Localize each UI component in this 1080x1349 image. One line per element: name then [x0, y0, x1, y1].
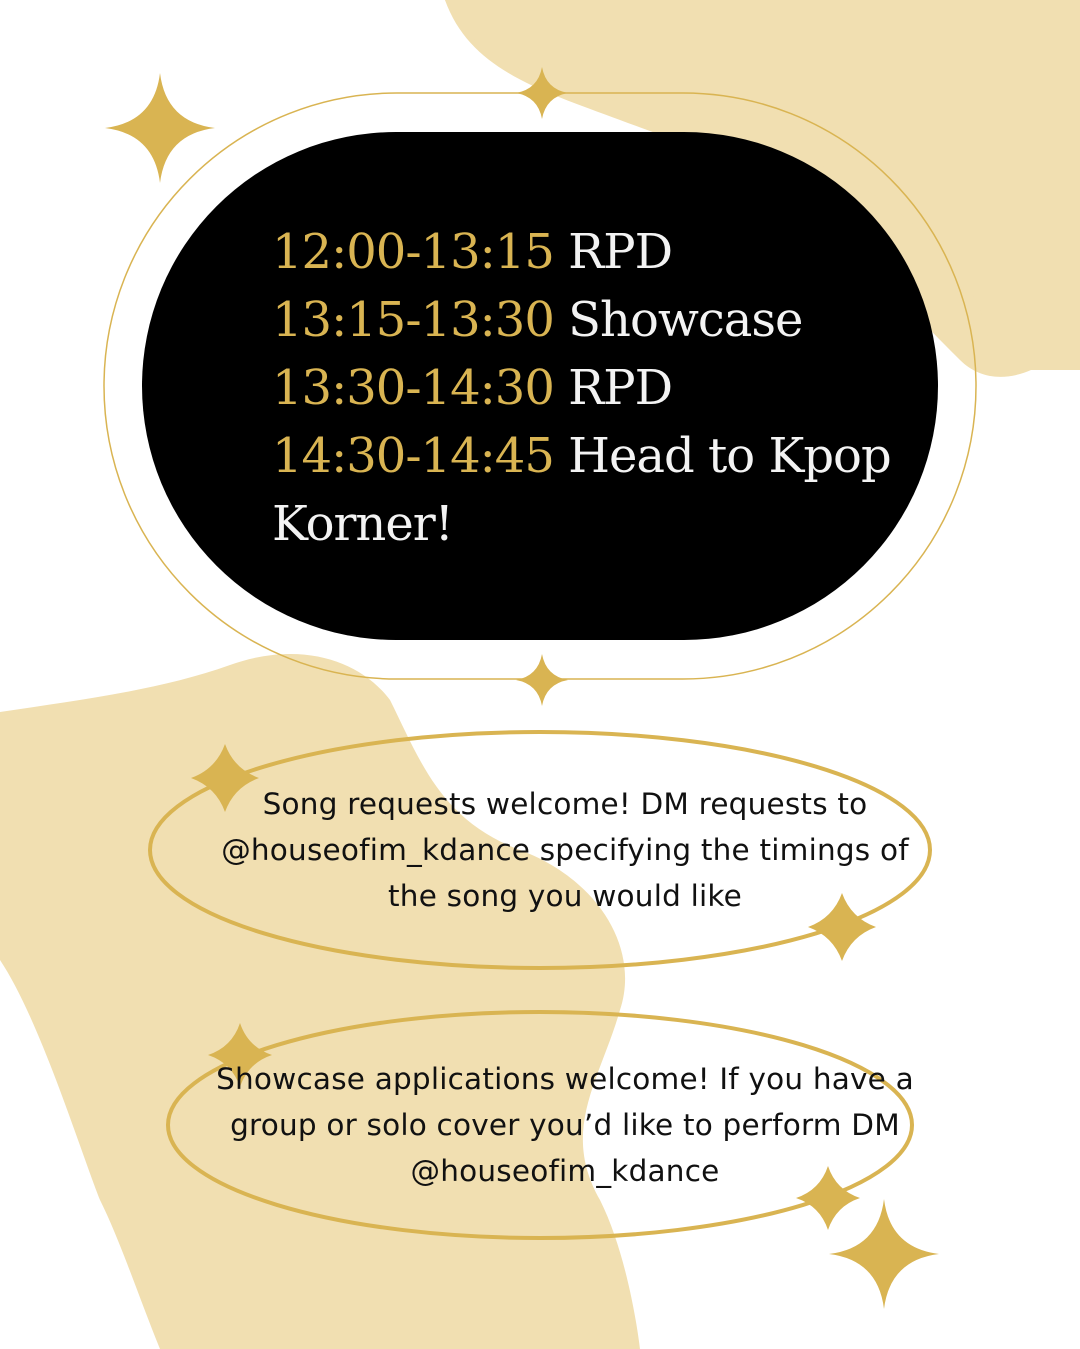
schedule-item: 13:15-13:30 Showcase: [272, 286, 912, 354]
diamond-sparkle-icon: [808, 893, 876, 961]
sparkle-icon: [829, 1199, 939, 1309]
schedule-event: Head to Kpop Korner!: [272, 428, 892, 552]
schedule-event: RPD: [568, 224, 673, 280]
diamond-sparkle-icon: [208, 1023, 272, 1087]
schedule-item: 12:00-13:15 RPD: [272, 218, 912, 286]
schedule-item: 14:30-14:45 Head to Kpop Korner!: [272, 422, 912, 558]
sparkle-icon: [516, 654, 568, 706]
schedule-event: RPD: [568, 360, 673, 416]
showcase-applications-note: Showcase applications welcome! If you ha…: [216, 1062, 914, 1188]
schedule-time: 12:00-13:15: [272, 224, 555, 280]
schedule-list: 12:00-13:15 RPD 13:15-13:30 Showcase 13:…: [272, 218, 912, 558]
schedule-time: 13:30-14:30: [272, 360, 555, 416]
song-requests-note: Song requests welcome! DM requests to @h…: [221, 787, 909, 913]
note-ellipse-2: [166, 1010, 914, 1240]
schedule-event: Showcase: [568, 292, 803, 348]
blob-bottom-left: [0, 653, 640, 1349]
schedule-time: 14:30-14:45: [272, 428, 555, 484]
schedule-panel: [142, 132, 938, 640]
sparkle-icon: [516, 67, 568, 119]
schedule-item: 13:30-14:30 RPD: [272, 354, 912, 422]
schedule-time: 13:15-13:30: [272, 292, 555, 348]
diamond-sparkle-icon: [796, 1166, 860, 1230]
sparkle-icon: [105, 73, 215, 183]
diamond-sparkle-icon: [191, 744, 259, 812]
note-ellipse-1: [148, 730, 932, 970]
